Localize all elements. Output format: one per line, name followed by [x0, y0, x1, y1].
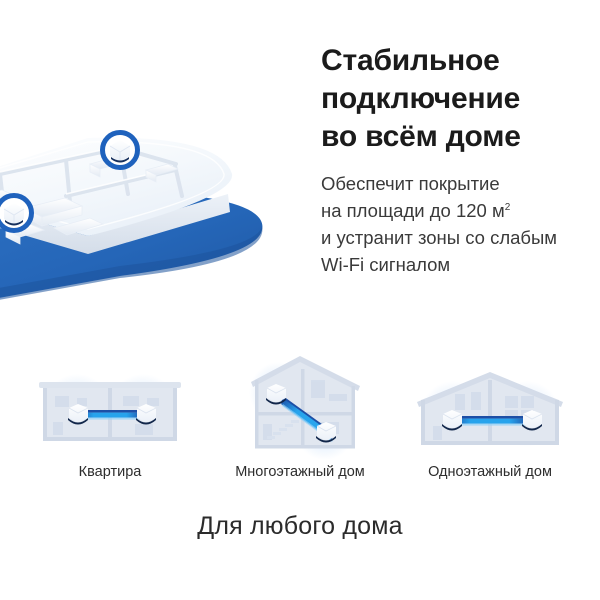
- mesh-device-cube: [316, 422, 337, 443]
- body-line-4: Wi-Fi сигналом: [321, 254, 451, 275]
- mesh-device-cube: [68, 404, 89, 425]
- multistory-house-illustration: [205, 352, 395, 462]
- body-line-2-text: на площади до 120 м: [321, 200, 505, 221]
- square-meters-superscript: 2: [504, 201, 511, 213]
- mesh-link-beam: [451, 416, 529, 426]
- footer-tagline: Для любого дома: [197, 512, 403, 540]
- apartment-svg: [39, 374, 181, 442]
- body-line-2: на площади до 120 м2: [321, 197, 593, 224]
- body-line-3: и устранит зоны со слабым: [321, 227, 558, 248]
- floorplan-svg: [0, 130, 263, 300]
- device-badge: [0, 193, 34, 233]
- single-story-building-shape: [417, 372, 563, 445]
- staircase-detail: [267, 420, 299, 439]
- body-line-1: Обеспечит покрытие: [321, 173, 500, 194]
- scenario-card-multistory: Многоэтажный дом: [205, 352, 395, 480]
- apartment-illustration: [15, 352, 205, 462]
- multistory-house-svg: [249, 356, 360, 460]
- single-story-house-illustration: [395, 352, 585, 462]
- scenario-card-single-story: Одноэтажный дом: [395, 352, 585, 480]
- mesh-device-cube: [442, 410, 463, 431]
- scenarios-section: Квартира: [0, 352, 600, 502]
- scenario-caption-multistory: Многоэтажный дом: [235, 464, 365, 480]
- mesh-link-beam: [77, 410, 143, 420]
- hero-text-block: Стабильное подключение во всём доме Обес…: [321, 42, 593, 278]
- scenario-card-apartment: Квартира: [15, 352, 205, 480]
- page-title: Стабильное подключение во всём доме: [321, 42, 593, 156]
- headline-line-2: подключение: [321, 82, 521, 115]
- single-story-house-svg: [417, 372, 563, 447]
- headline-line-1: Стабильное: [321, 44, 500, 77]
- hero-section: Стабильное подключение во всём доме Обес…: [0, 42, 593, 328]
- device-badge: [100, 130, 140, 170]
- headline-line-3: во всём доме: [321, 120, 521, 153]
- mesh-device-cube: [136, 404, 157, 425]
- floorplan-illustration: [0, 78, 300, 328]
- floorplan-furniture: [0, 157, 180, 245]
- mesh-device-cube: [522, 410, 543, 431]
- scenario-caption-apartment: Квартира: [78, 464, 142, 480]
- scenario-caption-single-story: Одноэтажный дом: [428, 464, 552, 480]
- mesh-device-cube: [266, 384, 287, 405]
- hero-description: Обеспечит покрытие на площади до 120 м2 …: [321, 170, 593, 278]
